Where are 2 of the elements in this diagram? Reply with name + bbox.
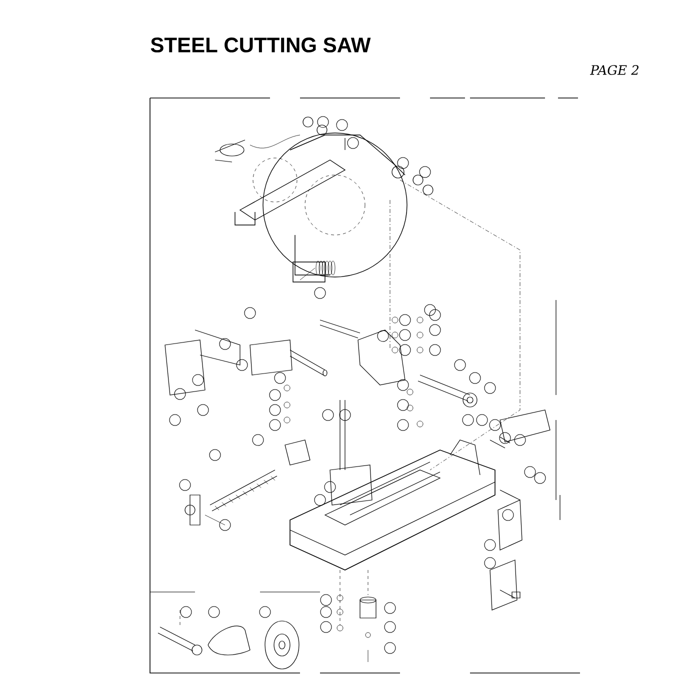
page-note: PAGE 2	[590, 65, 638, 75]
title: STEEL CUTTING SAW	[150, 38, 371, 52]
